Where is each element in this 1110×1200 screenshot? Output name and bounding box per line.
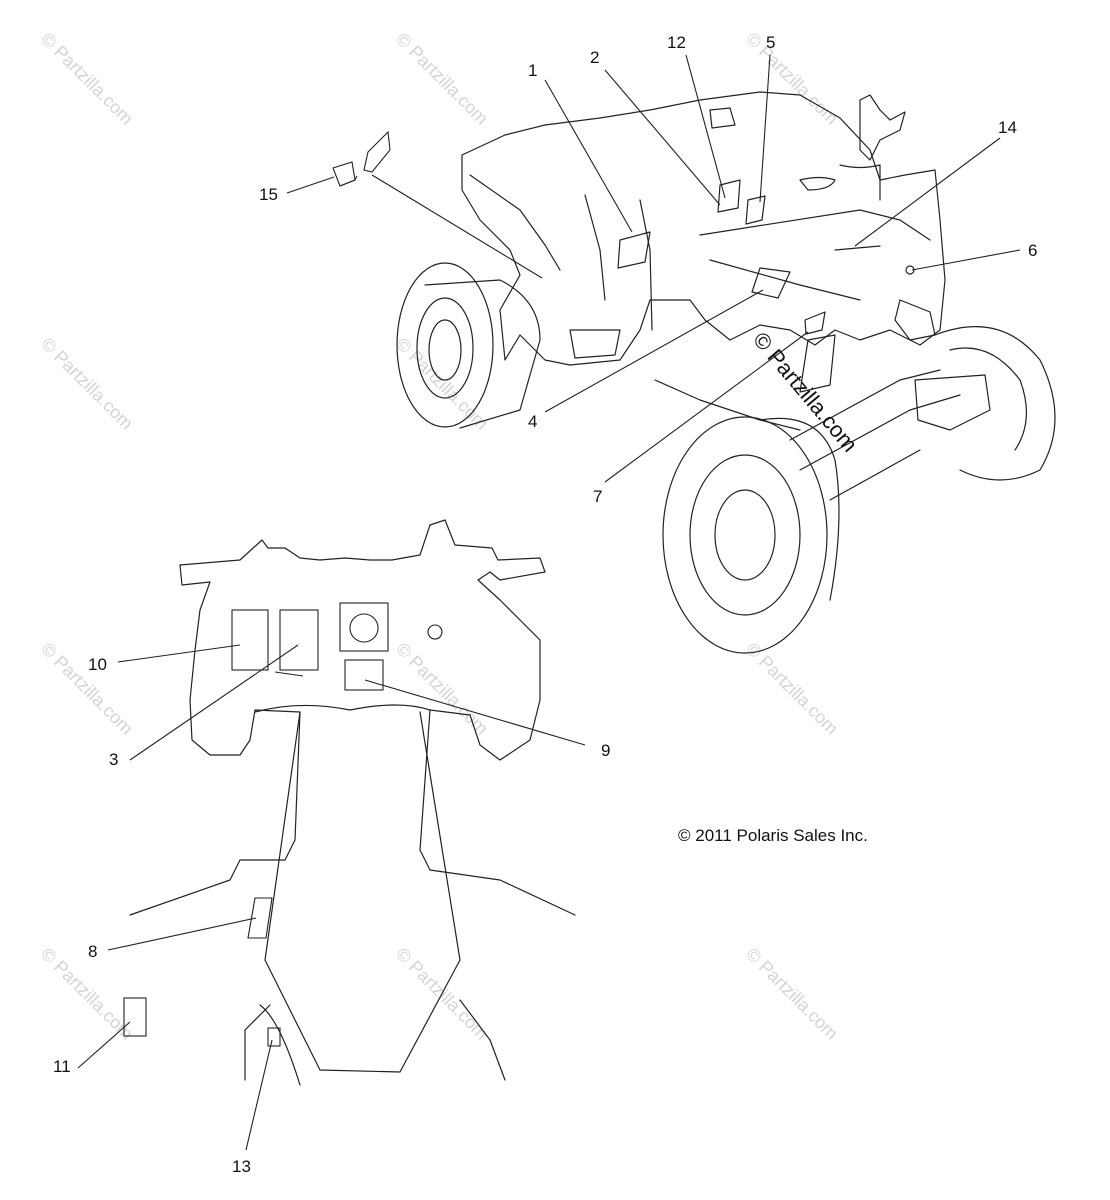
watermark: © Partzilla.com <box>392 639 492 739</box>
callout-numbers: 1 2 12 5 14 6 4 7 15 10 3 9 8 11 13 <box>53 33 1037 1176</box>
front-wheels <box>662 326 1056 654</box>
atv-top-view <box>123 519 576 1086</box>
rear-wheel <box>396 262 541 429</box>
callout-9: 9 <box>601 741 610 760</box>
decal-10 <box>231 609 269 671</box>
decal-15-pieces <box>332 130 391 187</box>
watermark: © Partzilla.com <box>37 639 137 739</box>
watermark-grid: © Partzilla.com © Partzilla.com © Partzi… <box>37 29 842 1044</box>
callout-10: 10 <box>88 655 107 674</box>
watermark: © Partzilla.com <box>742 639 842 739</box>
atv-body <box>461 91 946 431</box>
watermark: © Partzilla.com <box>742 944 842 1044</box>
callout-1: 1 <box>528 61 537 80</box>
callout-6: 6 <box>1028 241 1037 260</box>
callout-8: 8 <box>88 942 97 961</box>
callout-13: 13 <box>232 1157 251 1176</box>
decal-11 <box>123 997 147 1037</box>
leader-lines <box>77 54 1021 1151</box>
callout-14: 14 <box>998 118 1017 137</box>
decal-3 <box>279 609 319 671</box>
callout-2: 2 <box>590 48 599 67</box>
center-watermark: © Partzilla.com <box>748 327 862 457</box>
callout-3: 3 <box>109 750 118 769</box>
callout-12: 12 <box>667 33 686 52</box>
atv-side-view <box>396 91 1056 654</box>
callout-5: 5 <box>766 33 775 52</box>
watermark: © Partzilla.com <box>392 29 492 129</box>
callout-7: 7 <box>593 487 602 506</box>
decal-13 <box>267 1027 281 1047</box>
copyright-notice: © 2011 Polaris Sales Inc. <box>678 826 868 845</box>
callout-15: 15 <box>259 185 278 204</box>
decal-8 <box>247 897 273 939</box>
watermark: © Partzilla.com <box>37 29 137 129</box>
callout-11: 11 <box>53 1057 71 1076</box>
watermark: © Partzilla.com <box>742 29 842 129</box>
decal-9 <box>344 659 384 691</box>
callout-4: 4 <box>528 412 537 431</box>
watermark: © Partzilla.com <box>392 334 492 434</box>
watermark: © Partzilla.com <box>37 334 137 434</box>
